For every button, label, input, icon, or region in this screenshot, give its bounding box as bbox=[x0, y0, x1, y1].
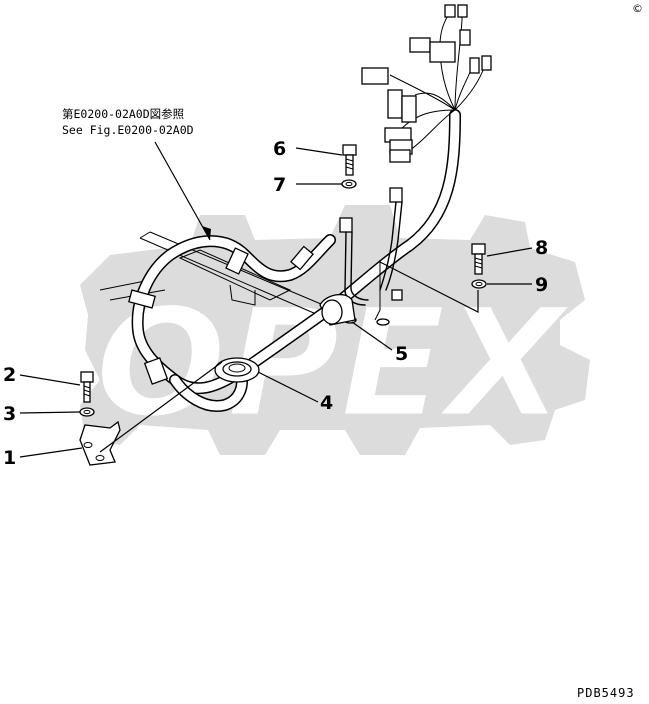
callout-8: 8 bbox=[535, 237, 548, 259]
clamp-part-5 bbox=[319, 293, 356, 326]
reference-note-en: See Fig.E0200-02A0D bbox=[62, 123, 194, 137]
callout-labels: 1 2 3 4 5 6 7 8 9 bbox=[3, 138, 548, 469]
callout-5: 5 bbox=[395, 343, 408, 365]
callout-6: 6 bbox=[273, 138, 286, 160]
wire-harness bbox=[128, 11, 486, 412]
diagram-id: PDB5493 bbox=[577, 686, 635, 700]
copyright-mark: © bbox=[632, 2, 643, 15]
bolt-part-8 bbox=[471, 243, 486, 275]
callout-4: 4 bbox=[320, 392, 333, 414]
leader-lines bbox=[19, 141, 533, 458]
bracket-plate-part-1 bbox=[79, 420, 121, 466]
callout-2: 2 bbox=[3, 364, 16, 386]
bolt-part-2 bbox=[80, 371, 94, 403]
reference-note-ja: 第E0200-02A0D図参照 bbox=[62, 107, 184, 121]
callout-1: 1 bbox=[3, 447, 16, 469]
callout-3: 3 bbox=[3, 403, 16, 425]
grommet-part-4 bbox=[214, 357, 260, 383]
washer-part-7 bbox=[341, 179, 357, 189]
watermark-text: OPEX bbox=[95, 277, 572, 451]
reference-note: 第E0200-02A0D図参照 See Fig.E0200-02A0D bbox=[62, 107, 194, 137]
callout-9: 9 bbox=[535, 274, 548, 296]
connectors bbox=[339, 4, 492, 233]
callout-7: 7 bbox=[273, 174, 286, 196]
washer-part-3 bbox=[79, 407, 95, 417]
bolt-part-6 bbox=[342, 144, 357, 176]
washer-part-9 bbox=[471, 279, 487, 289]
